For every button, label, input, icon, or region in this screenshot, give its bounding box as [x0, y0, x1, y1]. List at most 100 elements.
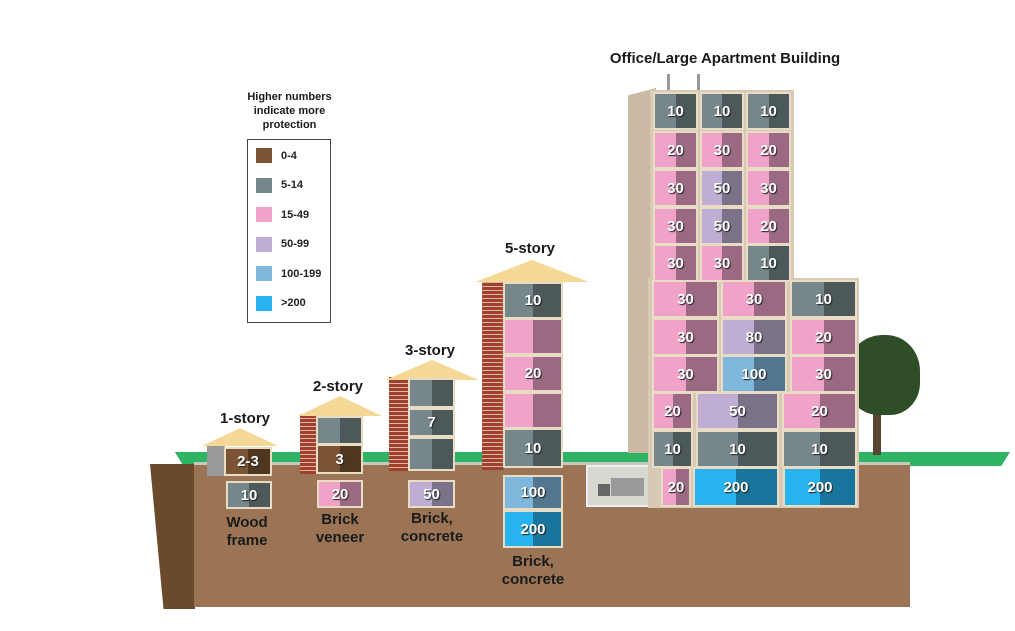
office-floor-cell: 30	[653, 244, 698, 282]
legend-range-label: 100-199	[281, 267, 322, 280]
office-floor-cell: 10	[790, 280, 857, 318]
material-line: frame	[226, 532, 268, 549]
protection-factor-value: 30	[713, 254, 731, 272]
legend-swatch	[256, 295, 272, 311]
protection-factor-value: 30	[745, 290, 763, 308]
protection-factor-value: 10	[811, 440, 828, 458]
protection-factor-value: 20	[331, 485, 349, 503]
office-floor-cell: 30	[721, 280, 787, 318]
legend-range-label: 0-4	[281, 149, 297, 162]
legend-heading-line: protection	[262, 119, 317, 131]
protection-factor-value: 2-3	[237, 453, 259, 470]
legend-item: 100-199	[256, 266, 321, 281]
office-floor-cell: 50	[700, 207, 744, 245]
house-2-label: 2-story	[312, 378, 364, 395]
protection-factor-value: 3	[335, 450, 344, 468]
office-floor-cell: 10	[746, 244, 791, 282]
office-floor-cell: 80	[721, 318, 787, 356]
protection-factor-value: 50	[713, 179, 731, 197]
protection-factor-value: 20	[667, 141, 684, 159]
legend-heading-line: Higher numbers	[247, 91, 332, 103]
legend-range-label: 5-14	[281, 179, 304, 191]
protection-factor-value: 30	[713, 141, 731, 159]
protection-factor-value: 10	[760, 102, 777, 120]
material-line: concrete	[501, 571, 565, 588]
office-floor-cell: 30	[700, 131, 744, 169]
legend-swatch	[256, 207, 272, 222]
protection-factor-value: 200	[520, 520, 546, 538]
office-floor-cell: 200	[783, 467, 857, 507]
ground-soil-side	[150, 464, 195, 609]
legend: 0-4 5-14 15-49 50-99 100-199 >200	[247, 139, 331, 323]
protection-factor-value: 20	[664, 402, 681, 420]
legend-heading: Higher numbers indicate more protection	[232, 90, 347, 132]
legend-range-label: 15-49	[281, 208, 310, 221]
office-floor-cell: 50	[700, 169, 744, 207]
office-floor-cell: 20	[746, 131, 791, 169]
material-line: Brick,	[512, 553, 554, 570]
protection-factor-value: 10	[729, 440, 746, 458]
h3-floor-cell	[408, 378, 455, 408]
h5-floor-cell	[503, 318, 563, 355]
office-floor-cell: 20	[746, 207, 791, 245]
protection-factor-value: 100	[741, 365, 767, 383]
protection-factor-value: 200	[723, 478, 749, 496]
material-line: Brick	[321, 511, 359, 528]
office-floor-cell: 10	[782, 430, 857, 468]
h3-floor-cell: 50	[408, 480, 455, 508]
h5-floor-cell: 200	[503, 510, 563, 548]
legend-heading-line: indicate more	[253, 105, 326, 117]
house-3-material: Brick,concrete	[392, 510, 472, 546]
protection-factor-value: 20	[760, 141, 777, 159]
protection-factor-value: 50	[713, 217, 731, 235]
house-2-roof	[298, 396, 382, 416]
office-floor-cell: 20	[782, 392, 857, 430]
legend-item: 5-14	[256, 177, 304, 193]
protection-factor-value: 20	[815, 328, 832, 346]
roof-antenna	[697, 74, 700, 90]
protection-factor-value: 30	[667, 217, 684, 235]
protection-factor-value: 50	[423, 485, 440, 503]
protection-factor-value: 30	[760, 179, 777, 197]
legend-swatch	[256, 177, 272, 193]
h5-floor-cell	[503, 392, 563, 429]
office-floor-cell: 30	[746, 169, 791, 207]
h5-floor-cell: 10	[503, 282, 563, 319]
protection-factor-value: 10	[524, 439, 542, 457]
h5-floor-cell: 100	[503, 475, 563, 510]
office-floor-cell: 10	[700, 92, 744, 130]
office-building-title: Office/Large Apartment Building	[609, 50, 841, 67]
office-floor-cell: 30	[652, 280, 719, 318]
office-floor-cell: 30	[700, 244, 744, 282]
house-3-brick-wall	[389, 377, 409, 471]
protection-factor-value: 10	[760, 254, 777, 272]
house-1-wall	[207, 446, 225, 476]
h5-floor-cell: 10	[503, 428, 563, 468]
office-floor-cell: 30	[652, 318, 719, 356]
legend-range-label: 50-99	[281, 238, 310, 250]
house-5-roof	[475, 260, 589, 282]
protection-factor-value: 50	[729, 402, 746, 420]
h2-floor-cell: 20	[317, 480, 363, 508]
house-5-label: 5-story	[504, 240, 556, 257]
protection-factor-value: 10	[667, 102, 684, 120]
legend-item: 15-49	[256, 207, 309, 222]
protection-factor-value: 100	[520, 484, 546, 501]
h1-floor-cell: 10	[226, 481, 272, 509]
legend-item: 50-99	[256, 236, 310, 252]
legend-range-label: >200	[281, 297, 306, 309]
office-floor-cell: 30	[653, 169, 698, 207]
office-floor-cell: 30	[790, 355, 857, 393]
legend-item: >200	[256, 295, 306, 311]
protection-factor-value: 10	[713, 102, 731, 120]
legend-swatch	[256, 236, 272, 252]
office-floor-cell: 10	[652, 430, 693, 468]
protection-factor-value: 30	[667, 179, 684, 197]
legend-swatch	[256, 266, 272, 281]
office-floor-cell: 20	[661, 467, 691, 507]
legend-item: 0-4	[256, 148, 297, 163]
office-floor-cell: 200	[693, 467, 779, 507]
truck-icon	[598, 478, 644, 498]
